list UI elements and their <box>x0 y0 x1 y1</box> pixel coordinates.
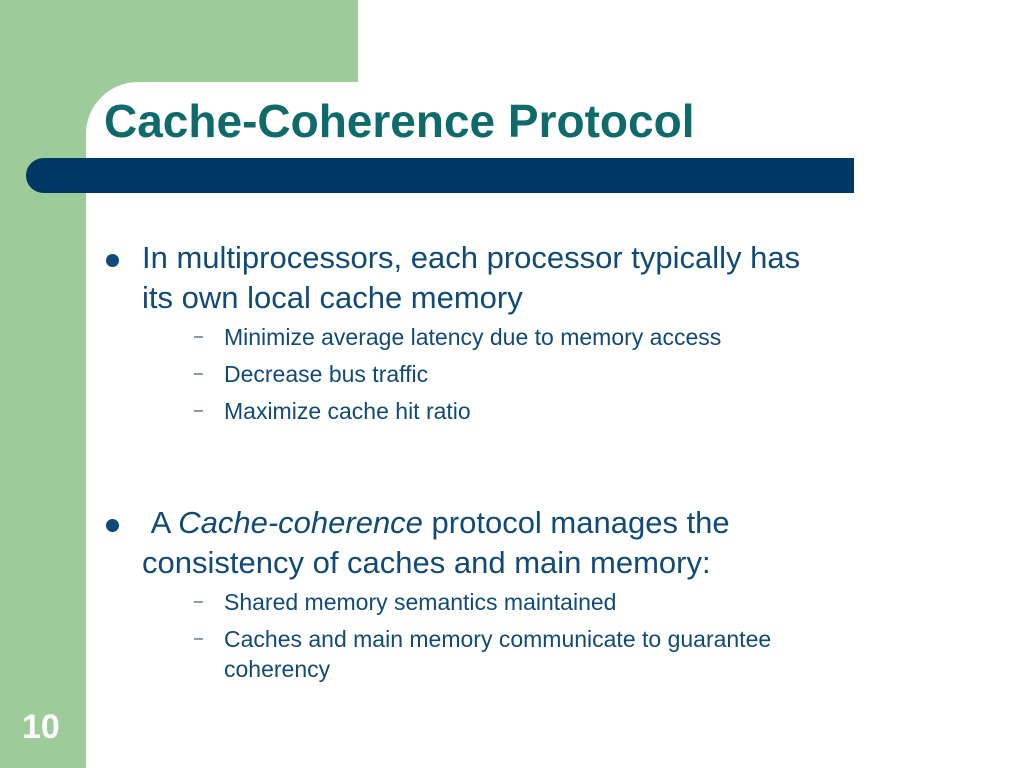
bullet-suffix: protocol manages the consistency of cach… <box>142 505 730 580</box>
dash-icon: – <box>194 402 203 419</box>
green-band-left <box>0 0 86 768</box>
bullet-emphasis: Cache-coherence <box>178 505 423 540</box>
slide-content: In multiprocessors, each processor typic… <box>104 238 824 691</box>
green-band-top <box>0 0 358 82</box>
slide-title: Cache-Coherence Protocol <box>104 95 695 147</box>
page-number: 10 <box>22 708 60 746</box>
bullet-dot-icon <box>106 519 119 532</box>
sub-bullet-item: – Caches and main memory communicate to g… <box>142 624 824 684</box>
sub-bullet-list: – Minimize average latency due to memory … <box>142 322 824 426</box>
bullet-dot-icon <box>106 254 119 267</box>
sub-bullet-text: Shared memory semantics maintained <box>224 589 617 615</box>
sub-bullet-list: – Shared memory semantics maintained – Cac… <box>142 587 824 684</box>
bullet-item: In multiprocessors, each processor typic… <box>104 238 824 426</box>
sub-bullet-item: – Maximize cache hit ratio <box>142 396 824 426</box>
sub-bullet-text: Caches and main memory communicate to gu… <box>224 626 772 682</box>
dash-icon: – <box>194 365 203 382</box>
sub-bullet-text: Maximize cache hit ratio <box>224 398 471 424</box>
bullet-prefix: A <box>150 505 179 540</box>
sub-bullet-item: – Decrease bus traffic <box>142 359 824 389</box>
bullet-item: A Cache-coherence protocol manages the c… <box>104 503 824 684</box>
bullet-text: In multiprocessors, each processor typic… <box>142 240 801 315</box>
title-underline-bar <box>26 158 854 193</box>
sub-bullet-text: Minimize average latency due to memory a… <box>224 324 722 350</box>
dash-icon: – <box>194 328 203 345</box>
sub-bullet-text: Decrease bus traffic <box>224 361 429 387</box>
sub-bullet-item: – Minimize average latency due to memory … <box>142 322 824 352</box>
dash-icon: – <box>194 630 203 647</box>
rounded-corner <box>86 82 146 142</box>
sub-bullet-item: – Shared memory semantics maintained <box>142 587 824 617</box>
dash-icon: – <box>194 593 203 610</box>
bullet-text: A Cache-coherence protocol manages the c… <box>142 505 730 580</box>
